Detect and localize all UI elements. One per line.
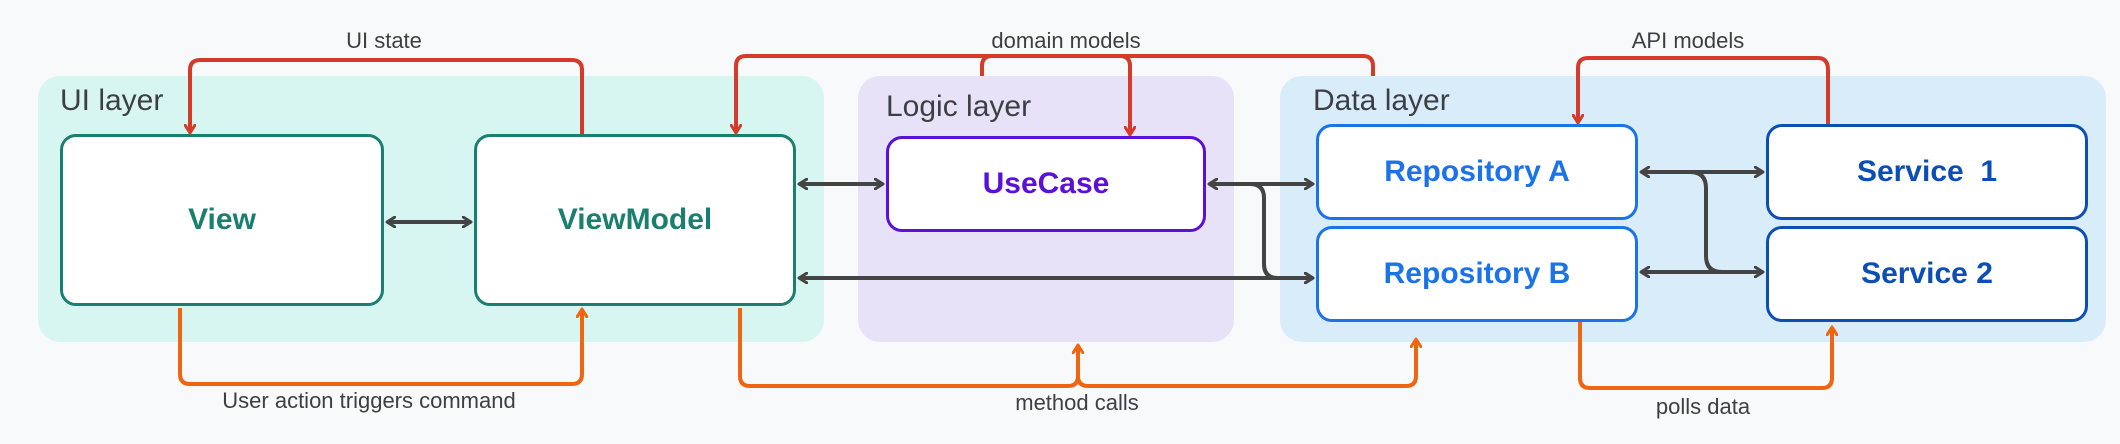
viewmodel-node: ViewModel: [474, 134, 796, 306]
api-models-arrow: [1578, 56, 1830, 124]
domain-models-to-viewmodel-arrow: [736, 54, 1375, 132]
service-2-node: Service 2: [1766, 226, 2088, 322]
method-calls-to-usecase-arrow: [738, 308, 1078, 388]
polls-data-arrow: [1578, 322, 1832, 390]
usecase-repository-b-link: [1210, 182, 1312, 278]
polls-data-label: polls data: [1655, 394, 1751, 419]
repository-a-service2-link: [1689, 170, 1723, 274]
ui-state-label: UI state: [346, 28, 422, 53]
api-models-label: API models: [1631, 28, 1745, 53]
method-calls-label: method calls: [1015, 390, 1139, 415]
ui-state-arrow: [190, 58, 584, 134]
ui-layer-title: UI layer: [60, 84, 164, 117]
logic-layer-title: Logic layer: [886, 90, 1032, 123]
repository-a-node: Repository A: [1316, 124, 1638, 220]
data-layer-title: Data layer: [1313, 84, 1450, 117]
view-node: View: [60, 134, 384, 306]
domain-models-to-usecase-arrow: [980, 54, 1130, 134]
domain-models-label: domain models: [991, 28, 1141, 53]
method-calls-to-repository-b-arrow: [1076, 340, 1416, 388]
repository-b-node: Repository B: [1316, 226, 1638, 322]
usecase-node: UseCase: [886, 136, 1206, 232]
user-action-arrow: [178, 308, 582, 386]
service-1-node: Service 1: [1766, 124, 2088, 220]
user-action-label: User action triggers command: [222, 388, 516, 413]
